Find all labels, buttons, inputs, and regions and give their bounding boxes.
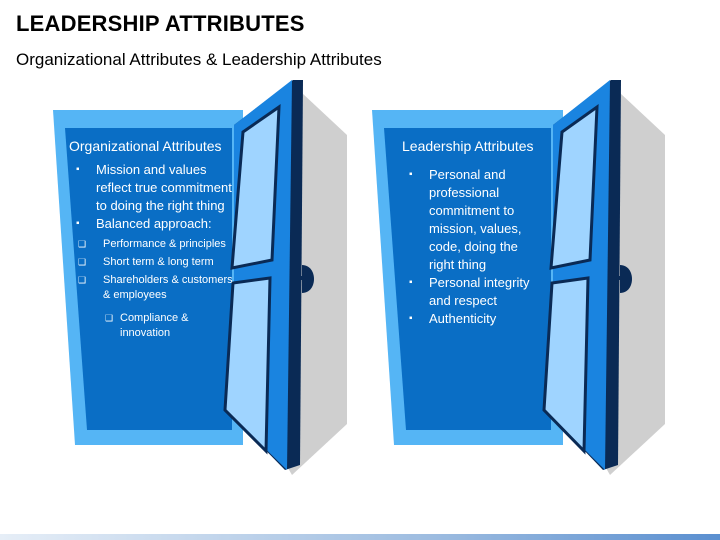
- right-bullet-list: Personal and professional commitment to …: [402, 166, 542, 328]
- left-bullet-list: Mission and values reflect true commitme…: [69, 161, 234, 233]
- page-subtitle: Organizational Attributes & Leadership A…: [16, 50, 382, 69]
- door-handle-icon: [295, 265, 314, 293]
- list-item: Balanced approach:: [69, 215, 234, 233]
- door-handle-icon: [613, 265, 632, 293]
- sub-list-item: Short term & long term: [77, 255, 234, 270]
- left-panel-content: Organizational Attributes Mission and va…: [69, 138, 234, 341]
- page-title: LEADERSHIP ATTRIBUTES: [16, 11, 305, 36]
- left-door-lower-pane: [223, 276, 272, 455]
- list-item: Personal integrity and respect: [402, 274, 542, 310]
- left-door-upper-pane: [230, 104, 281, 270]
- sub-list-item: Shareholders & customers & employees: [77, 273, 234, 303]
- left-sub-list: Performance & principles Short term & lo…: [77, 237, 234, 303]
- footer-bar: [0, 534, 720, 540]
- sub-list-item: Performance & principles: [77, 237, 234, 252]
- right-door-lower-pane: [542, 276, 590, 455]
- sub-list-item-extra: Compliance & innovation: [105, 311, 234, 341]
- right-panel-heading: Leadership Attributes: [402, 138, 534, 154]
- left-panel-heading: Organizational Attributes: [69, 138, 222, 154]
- list-item: Authenticity: [402, 310, 542, 328]
- right-door-upper-pane: [549, 103, 599, 270]
- list-item: Personal and professional commitment to …: [402, 166, 542, 274]
- list-item: Mission and values reflect true commitme…: [69, 161, 234, 215]
- right-panel-content: Leadership Attributes Personal and profe…: [402, 138, 542, 328]
